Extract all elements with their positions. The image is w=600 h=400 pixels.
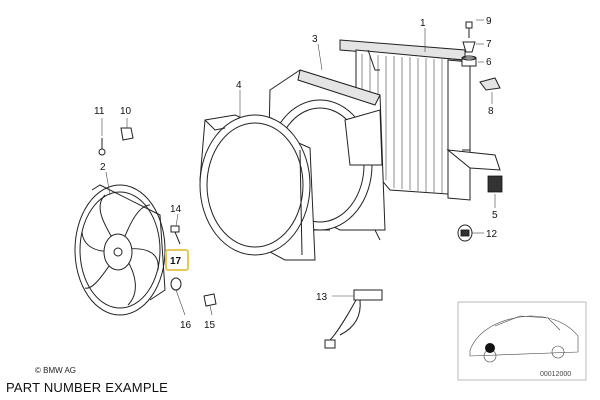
callout-2: 2 bbox=[100, 162, 106, 173]
leader-lines bbox=[101, 19, 496, 316]
callout-10: 10 bbox=[120, 106, 132, 117]
callout-7: 7 bbox=[486, 39, 492, 50]
electric-fan bbox=[74, 184, 166, 316]
part-14-bolt bbox=[170, 225, 181, 245]
callout-3: 3 bbox=[312, 34, 318, 45]
caption: PART NUMBER EXAMPLE bbox=[6, 380, 169, 395]
part-10-clip bbox=[120, 127, 134, 141]
part-16-grommet bbox=[170, 277, 182, 291]
callout-15: 15 bbox=[204, 320, 216, 331]
part-6-bush bbox=[461, 55, 477, 67]
callout-17: 17 bbox=[170, 256, 182, 267]
callout-14: 14 bbox=[170, 204, 182, 215]
callout-12: 12 bbox=[486, 229, 498, 240]
location-dot-icon bbox=[485, 343, 495, 353]
part-15-nut bbox=[203, 293, 217, 307]
fan-cowl bbox=[199, 114, 316, 261]
reference-number: 00012000 bbox=[540, 371, 571, 378]
callout-1: 1 bbox=[420, 18, 426, 29]
callout-4: 4 bbox=[236, 80, 242, 91]
callout-16: 16 bbox=[180, 320, 192, 331]
callout-8: 8 bbox=[488, 106, 494, 117]
part-11-screw bbox=[98, 138, 106, 156]
reference-thumbnail: 00012000 bbox=[457, 301, 587, 381]
part-9-screw bbox=[465, 21, 473, 38]
copyright: © BMW AG bbox=[35, 366, 77, 375]
part-13-harness bbox=[324, 289, 383, 349]
callout-6: 6 bbox=[486, 57, 492, 68]
part-12-sensor bbox=[457, 224, 473, 242]
callout-11: 11 bbox=[94, 106, 105, 117]
callout-9: 9 bbox=[486, 16, 492, 27]
callout-5: 5 bbox=[492, 210, 498, 221]
part-7-clip bbox=[462, 41, 476, 53]
callout-13: 13 bbox=[316, 292, 328, 303]
part-5-connector bbox=[487, 175, 503, 193]
part-8-bracket bbox=[479, 77, 501, 91]
highlight-box bbox=[165, 249, 189, 271]
